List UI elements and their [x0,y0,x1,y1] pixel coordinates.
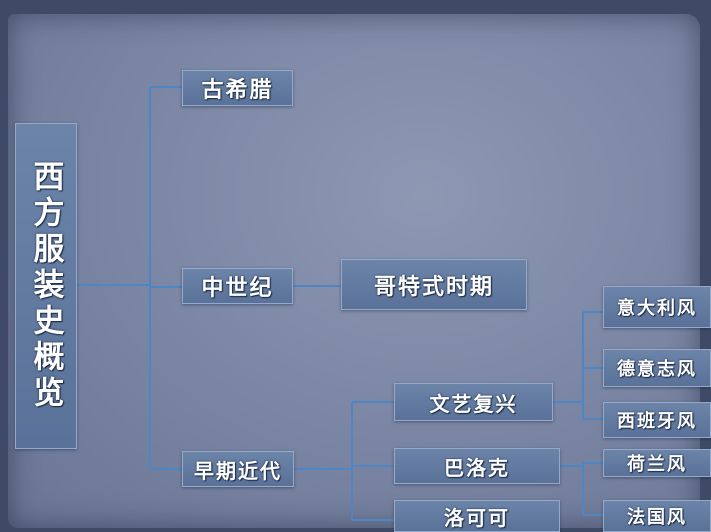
node-ancient-greece: 古希腊 [182,70,293,106]
node-rococo: 洛可可 [394,500,560,532]
node-middle-ages: 中世纪 [182,268,293,304]
node-baroque: 巴洛克 [394,448,560,484]
node-dutch-style: 荷兰风 [603,449,711,477]
node-renaissance: 文艺复兴 [394,383,553,421]
node-spanish-style: 西班牙风 [603,402,711,438]
node-french-style: 法国风 [603,500,711,532]
root-node: 西方服装史概览 [15,123,77,449]
node-gothic-period: 哥特式时期 [341,259,527,310]
node-italian-style: 意大利风 [603,286,711,328]
node-german-style: 德意志风 [603,349,711,387]
node-early-modern: 早期近代 [182,451,294,487]
